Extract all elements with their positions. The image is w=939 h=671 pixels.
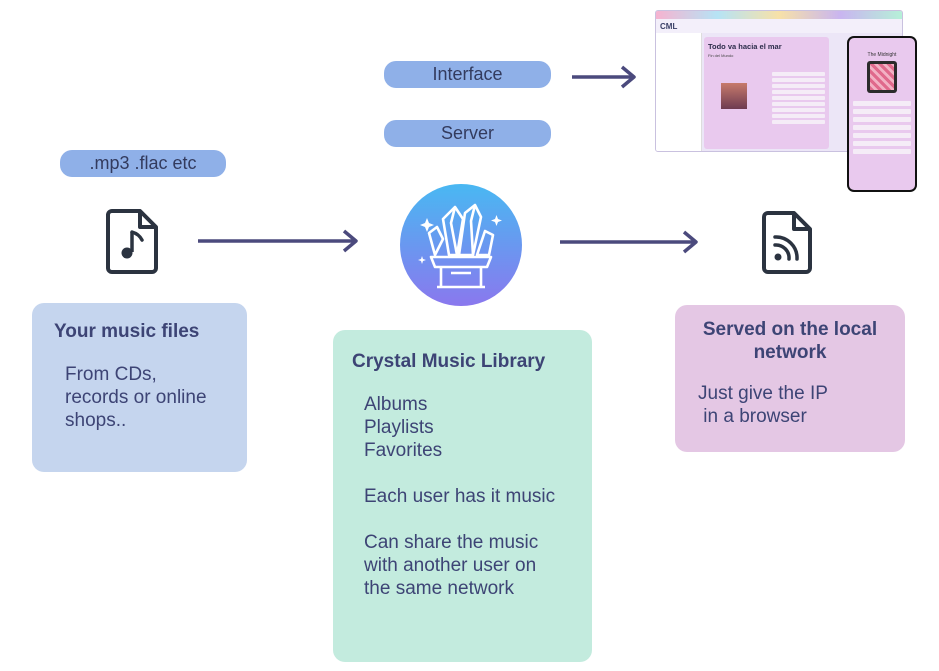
- formats-pill: .mp3 .flac etc: [60, 150, 226, 177]
- served-text: Just give the IP in a browser: [698, 383, 828, 427]
- interface-screenshot: CML Todo va hacia el mar Fin del Mundo T…: [655, 10, 917, 192]
- album-artist: Fin del Mundo: [708, 53, 734, 58]
- library-box: Crystal Music Library Albums Playlists F…: [333, 330, 592, 662]
- music-files-text: From CDs, records or online shops..: [65, 364, 207, 431]
- library-title: Crystal Music Library: [352, 351, 546, 372]
- music-files-title: Your music files: [54, 321, 200, 342]
- served-title: Served on the local network: [702, 319, 878, 363]
- phone-title: The Midnight: [867, 52, 897, 58]
- interface-pill: Interface: [384, 61, 551, 88]
- app-name: CML: [660, 21, 678, 31]
- served-box: Served on the local network Just give th…: [675, 305, 905, 452]
- arrow-interface-to-screenshot: [572, 64, 638, 90]
- album-title: Todo va hacia el mar: [708, 42, 782, 51]
- crystal-logo-icon: [399, 183, 523, 307]
- music-file-icon: [106, 208, 160, 274]
- server-pill: Server: [384, 120, 551, 147]
- phone-mockup: The Midnight: [847, 36, 917, 192]
- arrow-files-to-library: [198, 228, 360, 254]
- library-text: Albums Playlists Favorites Each user has…: [364, 394, 556, 599]
- rss-file-icon: [762, 210, 814, 274]
- arrow-library-to-network: [560, 229, 700, 255]
- music-files-box: Your music files From CDs, records or on…: [32, 303, 247, 472]
- album-cover: [721, 83, 747, 109]
